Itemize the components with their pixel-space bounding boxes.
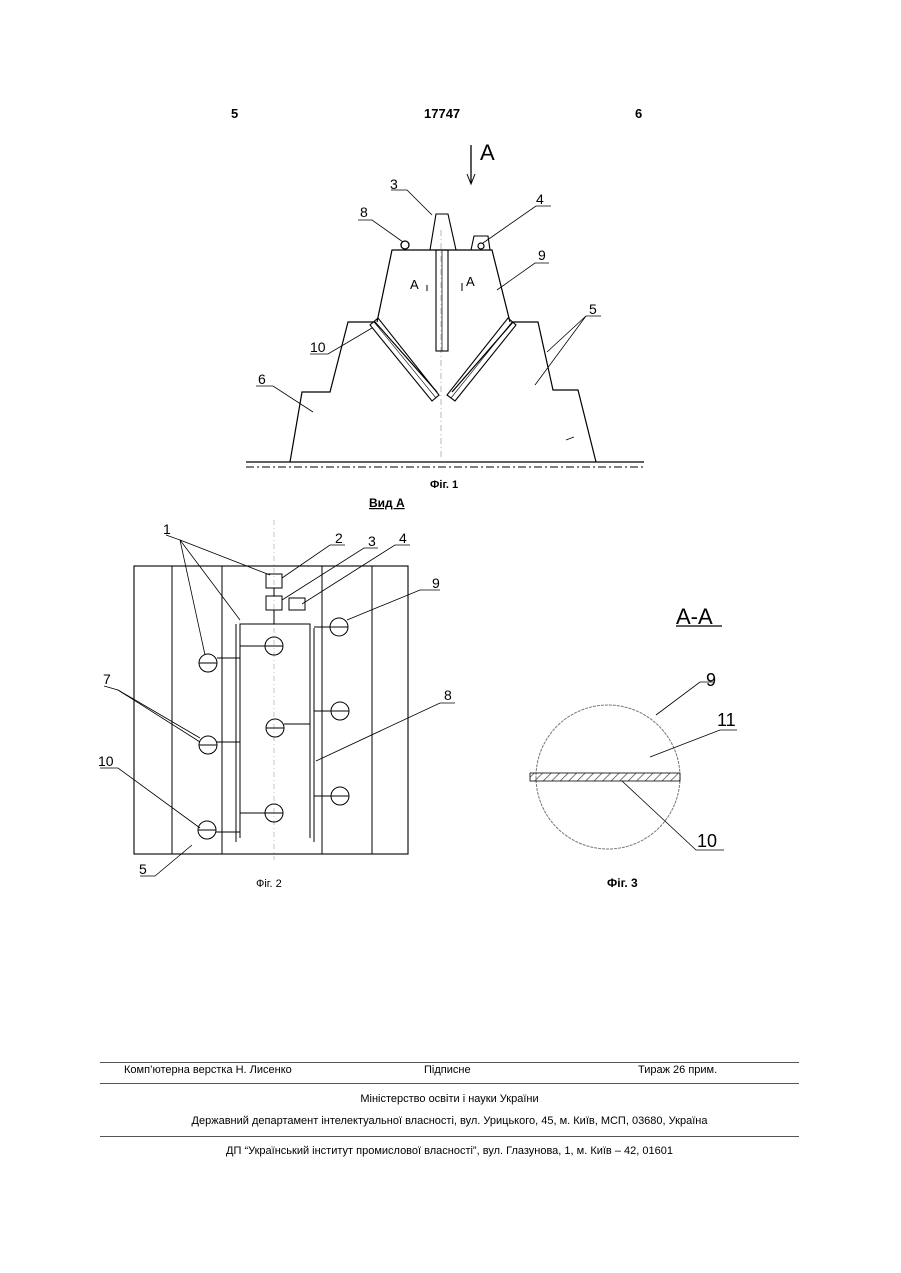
label-5: 5 (589, 301, 597, 317)
wire-left-trunk (240, 610, 274, 838)
leader-3 (391, 190, 432, 215)
leader-5b (547, 316, 586, 352)
footer-department: Державний департамент інтелектуальної вл… (100, 1115, 799, 1127)
right-plate-inner (451, 322, 512, 398)
fig2-outline (134, 566, 408, 854)
label-3: 3 (390, 176, 398, 192)
fig2-label-2: 2 (335, 530, 343, 546)
element-3-cone (430, 214, 456, 250)
block-mark (566, 437, 574, 440)
fig2-label-3: 3 (368, 533, 376, 549)
leader-5-fig2 (140, 845, 192, 876)
label-6: 6 (258, 371, 266, 387)
fig2-label-4: 4 (399, 530, 407, 546)
footer-layout-credit: Комп’ютерна верстка Н. Лисенко (124, 1064, 292, 1076)
element-4-dot (478, 243, 484, 249)
footer-rule-top (100, 1062, 799, 1063)
fig2-label-5: 5 (139, 861, 147, 877)
fig3-caption: Фіг. 3 (607, 876, 638, 890)
footer-subscription: Підписне (424, 1064, 471, 1076)
label-9: 9 (538, 247, 546, 263)
fig3-label-11: 11 (717, 710, 736, 730)
view-arrow-label: А (480, 140, 495, 165)
footer-rule-middle (100, 1083, 799, 1084)
leader-7a (104, 686, 200, 742)
leader-9-fig3 (656, 682, 713, 715)
element-8-circle (401, 241, 409, 249)
top-block (377, 250, 510, 322)
label-8: 8 (360, 204, 368, 220)
layer-10-hatched (530, 773, 680, 781)
leader-8 (358, 220, 403, 242)
sensor-circles (198, 618, 349, 839)
fig2-caption: Фіг. 2 (256, 878, 282, 890)
section-label-left: А (410, 277, 419, 292)
fig3-label-10: 10 (697, 831, 717, 851)
leader-9-fig2 (347, 590, 440, 620)
leader-11-fig3 (650, 730, 737, 757)
leader-10-fig2 (100, 768, 200, 828)
label-4: 4 (536, 191, 544, 207)
leader-6 (256, 386, 313, 412)
fig2-label-1: 1 (163, 521, 171, 537)
figure-1 (246, 145, 644, 467)
right-block (452, 322, 596, 462)
footer-print-run: Тираж 26 прим. (638, 1064, 717, 1076)
figure-1-labels: А А А 3 8 4 9 5 10 6 Фіг. 1 Вид А (258, 140, 597, 510)
leader-7b (118, 690, 200, 738)
left-plate-inner (374, 322, 436, 398)
view-a-title: Вид А (369, 496, 405, 510)
leader-2 (282, 545, 345, 578)
figure-2 (100, 520, 455, 876)
fig3-label-9: 9 (706, 670, 716, 690)
fig2-label-7: 7 (103, 671, 111, 687)
leader-9 (497, 263, 549, 290)
leader-3-fig2 (282, 548, 378, 600)
footer-rule-bottom (100, 1136, 799, 1137)
footer-ministry: Міністерство освіти і науки України (100, 1093, 799, 1105)
fig2-label-10: 10 (98, 753, 114, 769)
leader-8-fig2 (316, 703, 455, 761)
section-a-a-title: А-А (676, 604, 713, 629)
fig2-label-9: 9 (432, 575, 440, 591)
figure-2-labels: 1 2 3 4 9 7 8 10 5 Фіг. 2 (98, 521, 452, 890)
figure-3 (530, 626, 737, 850)
fig2-label-8: 8 (444, 687, 452, 703)
leader-4-fig2 (302, 545, 410, 604)
section-label-right: А (466, 274, 475, 289)
footer-institute: ДП “Український інститут промислової вла… (100, 1145, 799, 1157)
fig1-caption: Фіг. 1 (430, 479, 458, 491)
leader-4 (483, 206, 551, 243)
label-10: 10 (310, 339, 326, 355)
